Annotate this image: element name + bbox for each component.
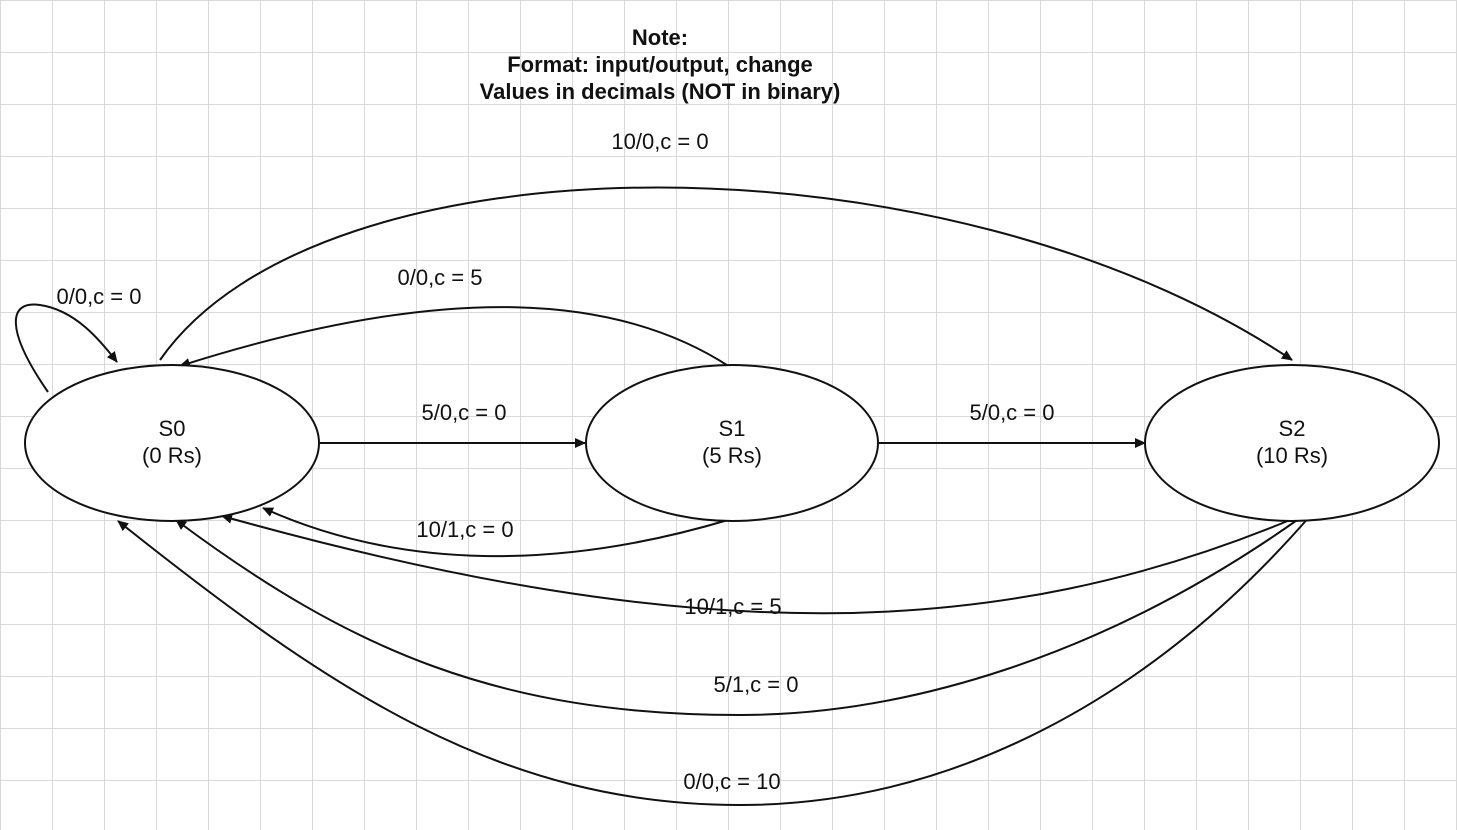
state-s1-name: S1: [719, 416, 746, 441]
state-s2-name: S2: [1279, 416, 1306, 441]
label-s2-s0-b: 5/1,c = 0: [713, 672, 798, 697]
label-s1-s0-upper: 0/0,c = 5: [397, 265, 482, 290]
label-s0-s2: 10/0,c = 0: [611, 129, 708, 154]
state-s2: [1144, 364, 1440, 522]
state-s0-name: S0: [159, 416, 186, 441]
edge-s2-s0-c: [117, 515, 1311, 807]
edge-s0-self: [14, 303, 118, 393]
edge-s1-s0-lower: [262, 507, 729, 558]
note-format-line: Format: input/output, change: [507, 52, 813, 77]
label-s2-s0-a: 10/1,c = 5: [684, 594, 781, 619]
state-s0-value: (0 Rs): [142, 443, 202, 468]
edge-s2-s0-b: [175, 517, 1301, 717]
label-s0-s1: 5/0,c = 0: [421, 400, 506, 425]
state-s0: [24, 364, 320, 522]
label-s1-s0-lower: 10/1,c = 0: [416, 517, 513, 542]
format-note: Note: Format: input/output, change Value…: [360, 24, 960, 105]
label-s2-s0-c: 0/0,c = 10: [683, 769, 780, 794]
state-s2-value: (10 Rs): [1256, 443, 1328, 468]
label-s1-s2: 5/0,c = 0: [969, 400, 1054, 425]
edge-s2-s0-a: [221, 513, 1291, 615]
note-values-line: Values in decimals (NOT in binary): [479, 79, 841, 104]
state-s1: [585, 364, 879, 522]
label-s0-self: 0/0,c = 0: [56, 284, 141, 309]
note-heading: Note:: [631, 25, 689, 50]
edge-s1-s0-upper: [179, 306, 731, 368]
edge-s0-s2: [159, 186, 1293, 361]
state-s1-value: (5 Rs): [702, 443, 762, 468]
